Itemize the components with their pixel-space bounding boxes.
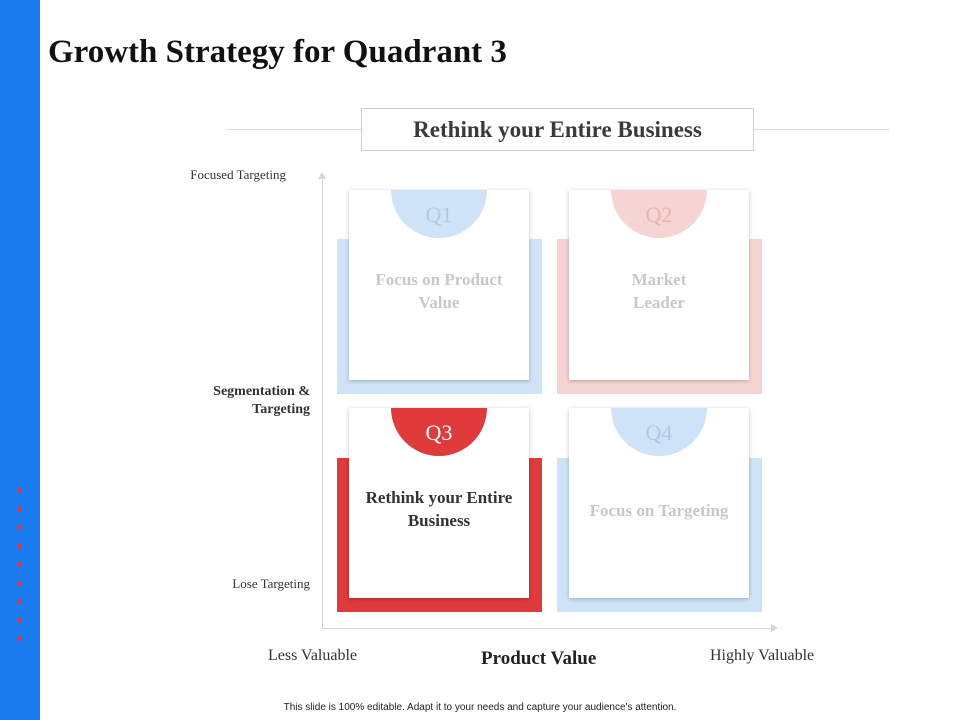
y-axis	[322, 178, 323, 629]
quadrant-q4-number: Q4	[645, 420, 673, 445]
y-axis-top-label: Focused Targeting	[190, 167, 286, 182]
quadrant-q4-text: Focus on Targeting	[589, 501, 729, 520]
quadrant-q2-number: Q2	[645, 202, 673, 227]
x-axis-arrow	[771, 624, 778, 632]
x-axis	[322, 628, 772, 629]
sidebar-dot	[17, 580, 22, 586]
sidebar-dot	[17, 543, 22, 549]
y-axis-arrow	[318, 172, 326, 179]
sidebar-dot	[17, 617, 22, 623]
x-axis-right-label: Highly Valuable	[710, 647, 815, 664]
sidebar-accent-bar	[0, 0, 40, 720]
sidebar-dot	[17, 562, 22, 567]
slide-title: Growth Strategy for Quadrant 3	[48, 34, 507, 70]
sidebar-dot	[17, 599, 22, 604]
quadrant-q3-number: Q3	[425, 420, 453, 445]
sidebar-dot	[17, 488, 22, 493]
footer-note: This slide is 100% editable. Adapt it to…	[283, 702, 677, 713]
sidebar-dot	[17, 636, 22, 641]
quadrant-q3-text: Rethink your Entire Business	[365, 488, 513, 530]
sidebar-dot	[17, 525, 22, 530]
sidebar-dot	[17, 506, 22, 512]
quadrant-q1-text: Focus on Product Value	[375, 270, 503, 312]
y-axis-bottom-label: Lose Targeting	[232, 576, 310, 591]
sidebar-line	[19, 0, 20, 480]
y-axis-title: Segmentation & Targeting	[213, 384, 310, 417]
quadrant-q2-text: Market Leader	[631, 270, 687, 312]
x-axis-title: Product Value	[481, 648, 597, 669]
sidebar-dots	[17, 488, 23, 655]
banner-label: Rethink your Entire Business	[361, 108, 754, 151]
quadrant-q1-number: Q1	[425, 202, 453, 227]
x-axis-left-label: Less Valuable	[268, 647, 358, 664]
